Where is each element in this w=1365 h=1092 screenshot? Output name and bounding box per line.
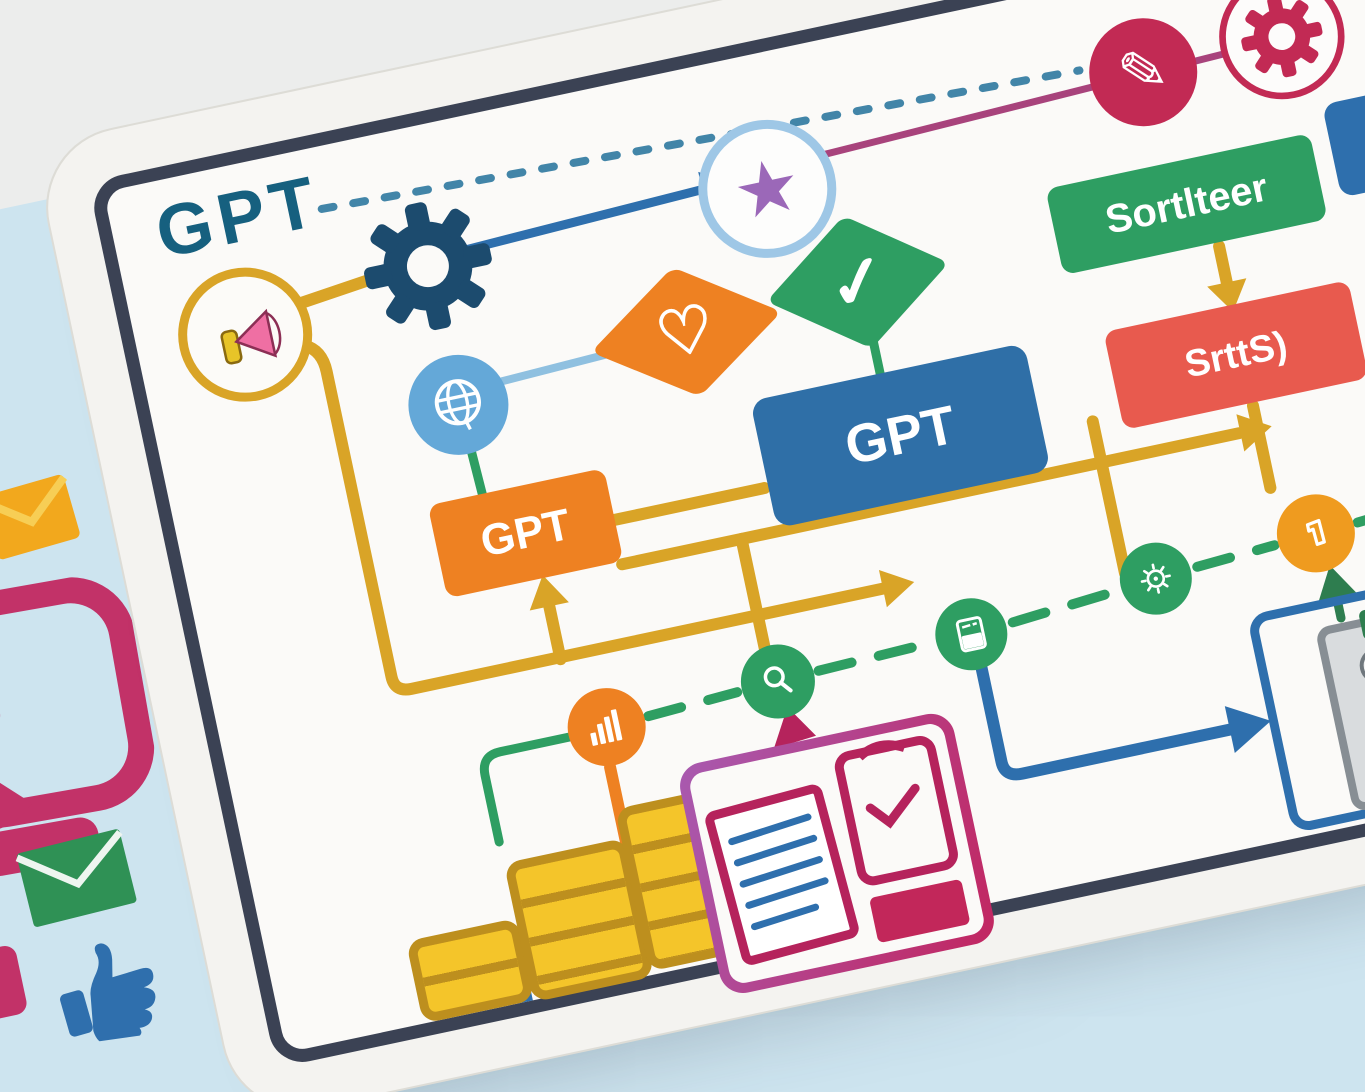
scene: GPT ★ ✎	[0, 0, 1365, 1024]
sorter-box-label: Sortlteer	[1101, 165, 1271, 243]
tablet-screen: GPT ★ ✎	[103, 0, 1365, 1053]
clipboard-check-icon	[836, 735, 955, 883]
calculator-icon	[946, 609, 996, 659]
pink-shape	[0, 944, 29, 1022]
tablet-device: GPT ★ ✎	[88, 0, 1365, 1068]
bar-chart-icon	[579, 700, 634, 755]
blue-line	[982, 619, 1236, 778]
gpt-secondary-label: GPT	[476, 499, 575, 567]
heart-icon: ♡	[650, 289, 722, 374]
check-icon: ✓	[821, 236, 895, 328]
coin-stack	[406, 918, 535, 1024]
sun-gear-icon	[1130, 553, 1182, 605]
search-icon	[752, 655, 804, 707]
report-card-body	[687, 721, 986, 985]
clipboard-clip	[1358, 586, 1365, 640]
star-icon: ★	[727, 146, 807, 232]
magenta-line	[798, 42, 1276, 160]
gpt-main-label: GPT	[840, 394, 961, 478]
labeler-box-label: SrttS)	[1181, 323, 1291, 387]
arrowhead-right	[879, 563, 918, 607]
checkbox-icon	[1356, 644, 1365, 687]
gear-icon	[340, 178, 517, 358]
pen-icon: ✎	[1113, 39, 1173, 106]
thumbs-up-icon	[33, 922, 178, 1054]
envelope-icon	[0, 467, 85, 570]
document-icon	[1289, 506, 1344, 561]
red-block	[869, 879, 971, 944]
globe-icon	[419, 366, 497, 444]
megaphone-icon	[195, 285, 295, 385]
